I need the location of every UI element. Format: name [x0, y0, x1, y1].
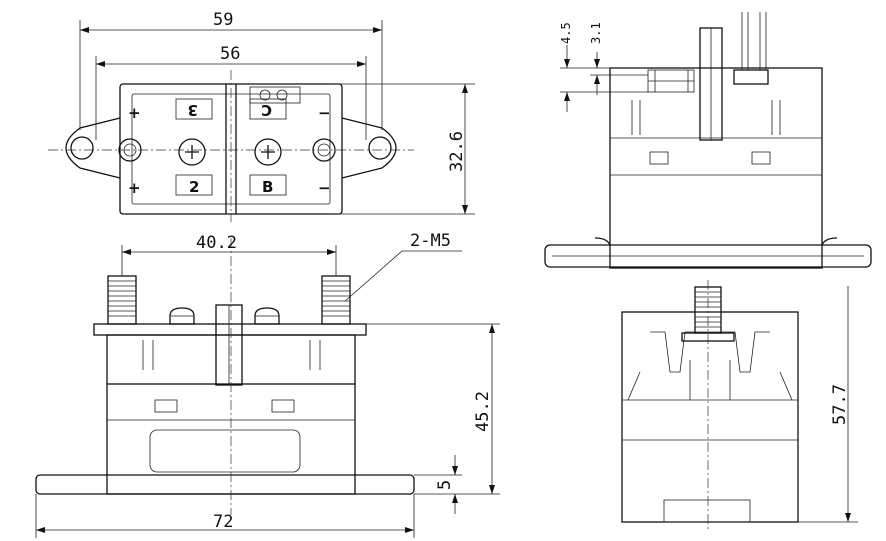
dim-side-offset-b: 3.1: [589, 22, 603, 44]
top-view: + 3 C − + 2 B − 59 56 32.6: [48, 10, 475, 222]
side-view: 4.5 3.1: [544, 12, 872, 269]
dim-base-length: 72: [213, 512, 233, 532]
mark-bottom-left-num: 2: [189, 178, 199, 196]
dim-hole-pitch: 56: [220, 44, 240, 64]
dim-body-depth: 32.6: [447, 131, 467, 172]
mark-bottom-left-sign: +: [128, 179, 141, 197]
mark-top-left-num: 3: [188, 101, 198, 119]
dim-side-offset-a: 4.5: [559, 22, 573, 44]
mark-top-right-sign: −: [318, 104, 331, 122]
dim-flange-thickness: 5: [435, 480, 455, 490]
mark-bottom-right-sign: −: [318, 179, 331, 197]
dim-terminal-pitch: 40.2: [196, 233, 237, 253]
dim-height-side: 57.7: [830, 384, 850, 425]
dim-thread-callout: 2-M5: [410, 231, 451, 251]
end-view: 57.7: [621, 280, 858, 530]
front-view: 40.2 2-M5 45.2 5 72: [35, 231, 500, 538]
dim-overall-width: 59: [213, 10, 233, 30]
mark-top-right-letter: C: [261, 101, 272, 119]
dim-height-front: 45.2: [473, 391, 493, 432]
mark-top-left-sign: +: [128, 104, 141, 122]
mark-bottom-right-letter: B: [262, 178, 273, 196]
